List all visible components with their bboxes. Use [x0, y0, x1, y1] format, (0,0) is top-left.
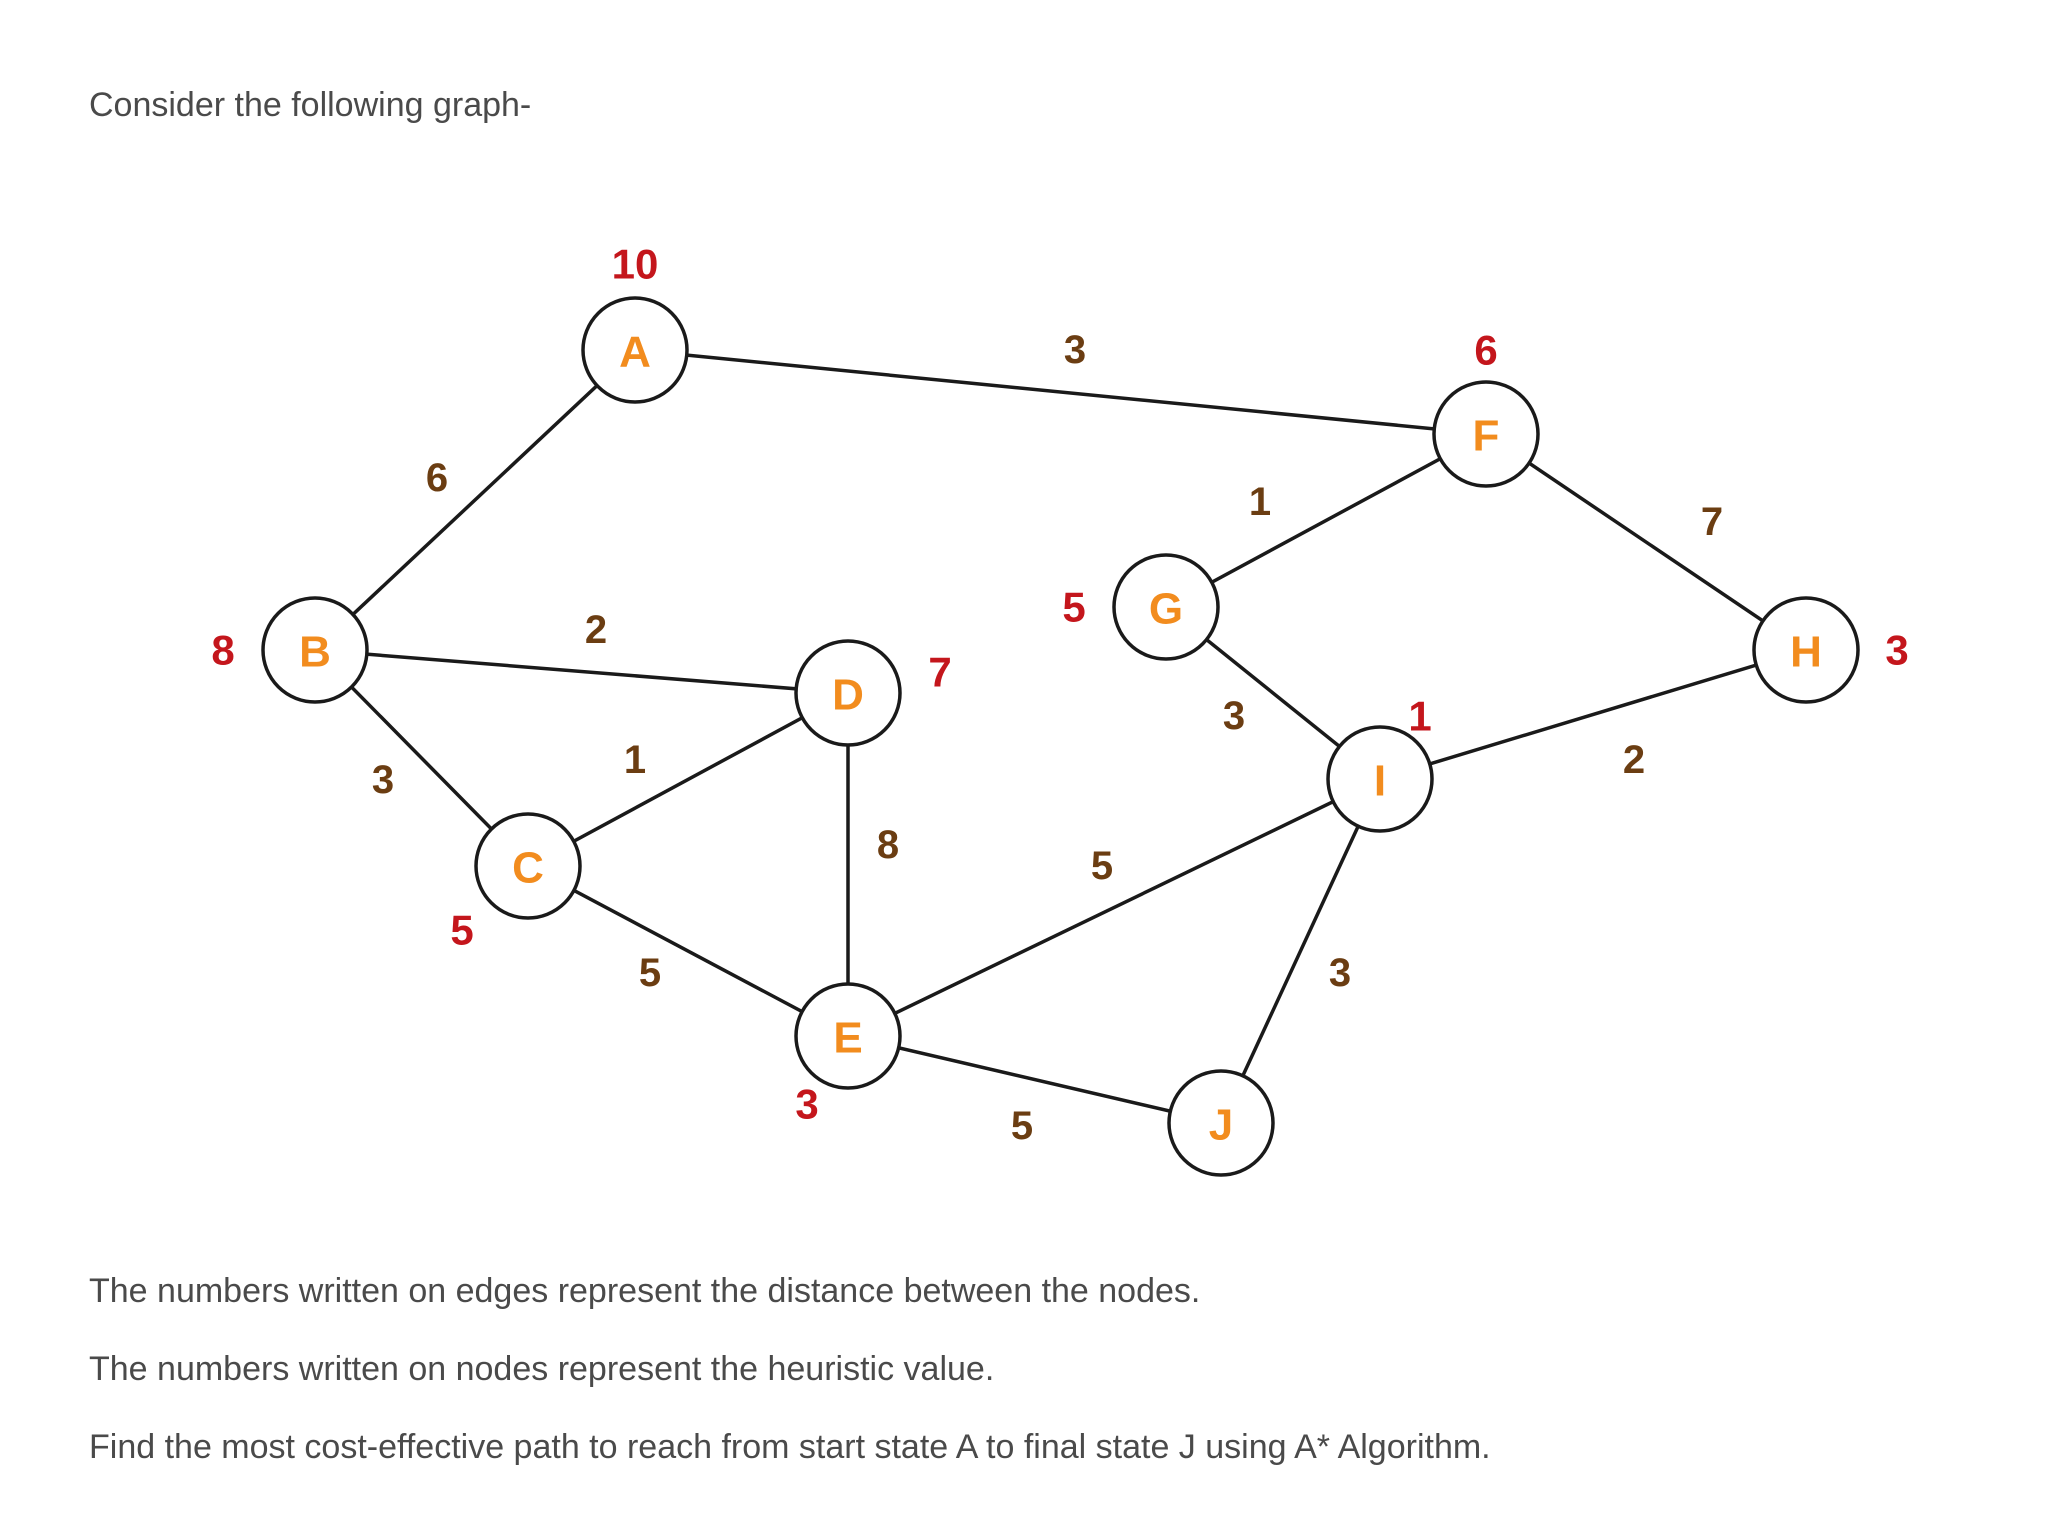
node-label-f: F	[1473, 412, 1500, 461]
node-g: G	[1112, 553, 1220, 661]
node-label-c: C	[512, 844, 544, 893]
node-circle-e	[794, 982, 902, 1090]
node-i: I	[1326, 725, 1434, 833]
node-b: B	[261, 596, 369, 704]
node-h: H	[1752, 596, 1860, 704]
edge-c-e	[527, 864, 849, 1038]
node-circle-i	[1326, 725, 1434, 833]
heuristic-h: 3	[1885, 627, 1908, 674]
edge-f-g	[1165, 432, 1487, 609]
heuristic-c: 5	[450, 907, 473, 954]
node-circle-a	[581, 296, 689, 404]
heuristic-g: 5	[1062, 584, 1085, 631]
edge-note-text: The numbers written on edges represent t…	[89, 1272, 1201, 1310]
node-f: F	[1432, 380, 1540, 488]
edge-weight-a-f: 3	[1064, 328, 1086, 372]
heuristic-a: 10	[612, 241, 659, 288]
edge-e-i	[847, 777, 1381, 1038]
node-circle-f	[1432, 380, 1540, 488]
edge-weight-e-j: 5	[1011, 1104, 1033, 1148]
node-label-e: E	[833, 1014, 862, 1063]
edge-weight-e-i: 5	[1091, 844, 1113, 888]
heuristic-i: 1	[1408, 693, 1431, 740]
edge-weight-i-j: 3	[1329, 951, 1351, 995]
node-circle-d	[794, 639, 902, 747]
node-note-text: The numbers written on nodes represent t…	[89, 1350, 995, 1388]
node-label-b: B	[299, 628, 331, 677]
edge-weight-g-i: 3	[1223, 694, 1245, 738]
edge-e-j	[847, 1034, 1222, 1125]
heuristic-f: 6	[1474, 327, 1497, 374]
nodes-layer: A B C D E F G H I J	[261, 296, 1860, 1177]
node-circle-c	[474, 812, 582, 920]
edge-weight-a-b: 6	[426, 456, 448, 500]
node-label-j: J	[1209, 1101, 1233, 1150]
heuristic-b: 8	[211, 627, 234, 674]
edge-weight-c-d: 1	[624, 738, 646, 782]
edge-c-d	[527, 691, 849, 868]
node-circle-b	[261, 596, 369, 704]
node-circle-g	[1112, 553, 1220, 661]
heuristics-layer: 10 8 5 7 3 6 5 3 1	[211, 241, 1908, 1128]
intro-text: Consider the following graph-	[89, 86, 532, 124]
edge-h-i	[1379, 648, 1807, 781]
task-text: Find the most cost-effective path to rea…	[89, 1428, 1491, 1466]
heuristic-d: 7	[928, 649, 951, 696]
edge-a-f	[634, 348, 1487, 436]
edge-i-j	[1219, 778, 1382, 1124]
node-c: C	[474, 812, 582, 920]
edges-layer	[313, 348, 1807, 1125]
edge-weight-f-g: 1	[1249, 480, 1271, 524]
edge-b-d	[314, 648, 849, 695]
edge-weight-f-h: 7	[1701, 500, 1723, 544]
node-j: J	[1167, 1069, 1275, 1177]
heuristic-e: 3	[795, 1081, 818, 1128]
node-e: E	[794, 982, 902, 1090]
edge-f-h	[1485, 432, 1807, 652]
node-label-h: H	[1790, 628, 1822, 677]
edge-weight-c-e: 5	[639, 951, 661, 995]
node-label-g: G	[1149, 585, 1183, 634]
edge-weight-b-d: 2	[585, 608, 607, 652]
node-circle-j	[1167, 1069, 1275, 1177]
edge-weight-h-i: 2	[1623, 738, 1645, 782]
edge-weight-b-c: 3	[372, 758, 394, 802]
edge-a-b	[313, 348, 637, 652]
node-label-i: I	[1374, 757, 1386, 806]
node-label-a: A	[619, 328, 651, 377]
node-circle-h	[1752, 596, 1860, 704]
node-d: D	[794, 639, 902, 747]
node-label-d: D	[832, 671, 864, 720]
edge-weight-d-e: 8	[877, 823, 899, 867]
node-a: A	[581, 296, 689, 404]
